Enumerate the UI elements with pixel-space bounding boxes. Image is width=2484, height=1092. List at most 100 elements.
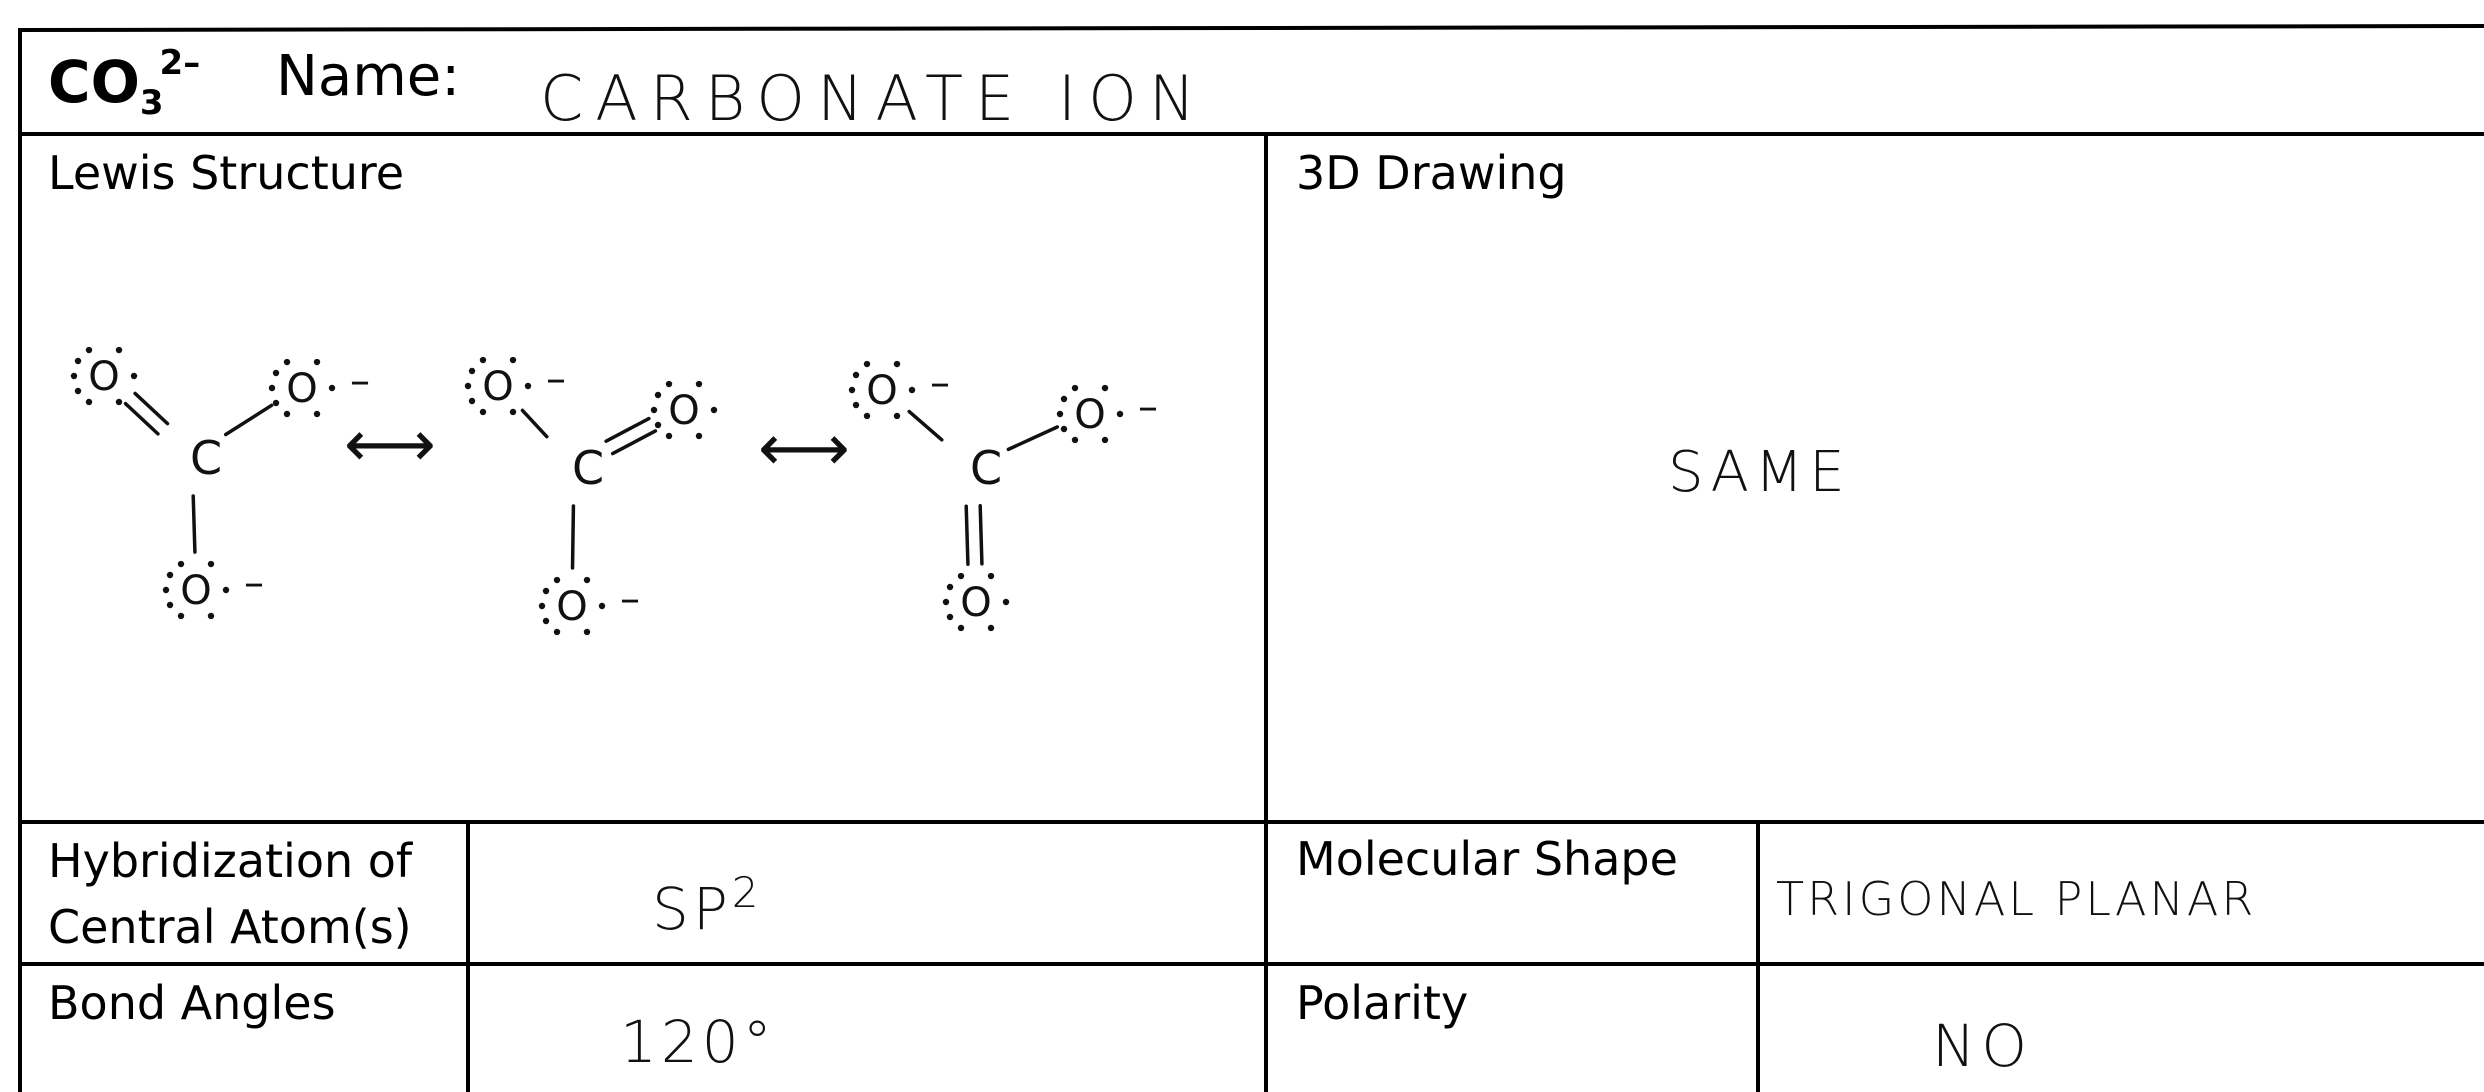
lewis-lone-pairs-3-3-dot [957, 624, 965, 632]
lewis-lone-pairs-3-2-dot [1060, 395, 1068, 403]
hybridization-label-line2: Central Atom(s) [48, 900, 412, 954]
lewis-lone-pairs-3-1-dot [893, 412, 901, 420]
lewis-lone-pairs-2-3-dot [553, 576, 561, 584]
lewis-lone-pairs-2-3-dot [583, 628, 591, 636]
lewis-lone-pairs-1-2-dot [313, 410, 321, 418]
lewis-oxygen-2-2: O [668, 388, 699, 434]
hybridization-value: SP2 [652, 868, 763, 943]
formula: CO32– [48, 46, 200, 120]
grid-top-border [19, 24, 2484, 32]
lewis-bond-1-1 [133, 391, 170, 426]
lewis-carbon-2: C [572, 441, 604, 495]
polarity-label: Polarity [1296, 976, 1469, 1030]
lewis-lone-pairs-2-2-dot [654, 421, 662, 429]
lewis-lone-pairs-2-2-dot [650, 406, 658, 414]
lewis-lone-pairs-1-2-dot [272, 399, 280, 407]
lewis-carbon-3: C [970, 441, 1002, 495]
lewis-lone-pairs-2-1-dot [524, 382, 532, 390]
lewis-lone-pairs-2-3-dot [553, 628, 561, 636]
lewis-lone-pairs-2-1-dot [509, 356, 517, 364]
lewis-lone-pairs-2-1-dot [479, 356, 487, 364]
lewis-carbon-1: C [190, 431, 222, 485]
lewis-lone-pairs-1-3-dot [166, 571, 174, 579]
lewis-bond-2-1 [520, 408, 549, 439]
lewis-lone-pairs-2-2-dot [665, 432, 673, 440]
lewis-lone-pairs-2-3-dot [542, 617, 550, 625]
lewis-lone-pairs-2-1-dot [479, 408, 487, 416]
lewis-oxygen-1-1: O [88, 354, 119, 400]
lewis-lone-pairs-2-3-dot [598, 602, 606, 610]
lewis-lone-pairs-3-2-dot [1116, 410, 1124, 418]
lewis-charge-3-1: – [930, 360, 950, 406]
lewis-oxygen-2-1: O [482, 364, 513, 410]
lewis-lone-pairs-1-2-dot [268, 384, 276, 392]
formula-base: CO [48, 48, 140, 116]
lewis-lone-pairs-1-1-dot [85, 346, 93, 354]
name-label: Name: [276, 44, 461, 109]
lewis-lone-pairs-3-3-dot [957, 572, 965, 580]
lewis-lone-pairs-2-2-dot [665, 380, 673, 388]
lewis-lone-pairs-3-3-dot [1002, 598, 1010, 606]
lewis-lone-pairs-2-2-dot [695, 380, 703, 388]
lewis-lone-pairs-3-3-dot [942, 598, 950, 606]
lewis-oxygen-2-3: O [556, 584, 587, 630]
lewis-lone-pairs-1-1-dot [115, 346, 123, 354]
lewis-bond-3-2 [1006, 425, 1060, 452]
bond-angles-label: Bond Angles [48, 976, 336, 1030]
drawing-3d-value: SAME [1668, 440, 1851, 505]
lewis-bond-2-3 [570, 504, 576, 570]
drawing-3d-label: 3D Drawing [1296, 146, 1567, 200]
lewis-lone-pairs-2-1-dot [468, 397, 476, 405]
lewis-lone-pairs-3-1-dot [848, 386, 856, 394]
lewis-lone-pairs-2-3-dot [583, 576, 591, 584]
lewis-oxygen-3-2: O [1074, 392, 1105, 438]
lewis-lone-pairs-2-3-dot [538, 602, 546, 610]
lewis-lone-pairs-3-1-dot [893, 360, 901, 368]
lewis-lone-pairs-3-2-dot [1056, 410, 1064, 418]
hybridization-value-superscript: 2 [731, 868, 763, 917]
lewis-lone-pairs-1-3-dot [207, 612, 215, 620]
lewis-lone-pairs-3-3-dot [946, 583, 954, 591]
lewis-oxygen-3-3: O [960, 580, 991, 626]
formula-subscript: 3 [139, 83, 164, 123]
lewis-lone-pairs-2-2-dot [695, 432, 703, 440]
lewis-lone-pairs-1-2-dot [283, 410, 291, 418]
lewis-lone-pairs-2-3-dot [542, 587, 550, 595]
lewis-lone-pairs-3-1-dot [863, 412, 871, 420]
lewis-lone-pairs-1-1-dot [74, 387, 82, 395]
lewis-bond-1-1 [123, 401, 160, 436]
lewis-bond-3-3 [978, 504, 984, 566]
molecular-shape-label: Molecular Shape [1296, 832, 1678, 886]
molecular-shape-value: TRIGONAL PLANAR [1776, 872, 2257, 926]
lewis-lone-pairs-1-1-dot [70, 372, 78, 380]
lewis-charge-1-3: – [244, 560, 264, 606]
lewis-lone-pairs-1-3-dot [166, 601, 174, 609]
lewis-lone-pairs-1-1-dot [74, 357, 82, 365]
lewis-lone-pairs-3-3-dot [946, 613, 954, 621]
lewis-lone-pairs-2-1-dot [509, 408, 517, 416]
lewis-lone-pairs-3-3-dot [987, 624, 995, 632]
lewis-lone-pairs-2-1-dot [464, 382, 472, 390]
lewis-lone-pairs-3-1-dot [852, 371, 860, 379]
lewis-structure-label: Lewis Structure [48, 146, 405, 200]
lewis-lone-pairs-1-3-dot [177, 560, 185, 568]
resonance-arrow-2: ⟷ [758, 412, 850, 486]
lewis-lone-pairs-3-2-dot [1101, 384, 1109, 392]
lewis-lone-pairs-3-2-dot [1101, 436, 1109, 444]
lewis-charge-2-3: – [620, 576, 640, 622]
formula-charge: 2– [159, 43, 201, 83]
lewis-lone-pairs-3-2-dot [1071, 384, 1079, 392]
resonance-arrow-1: ⟷ [344, 408, 436, 482]
lewis-lone-pairs-2-1-dot [468, 367, 476, 375]
name-value: CARBONATE ION [540, 62, 1208, 135]
lewis-lone-pairs-1-2-dot [313, 358, 321, 366]
lewis-charge-3-2: – [1138, 384, 1158, 430]
lewis-bond-1-3 [191, 494, 197, 554]
lewis-oxygen-1-2: O [286, 366, 317, 412]
lewis-charge-1-2: – [350, 358, 370, 404]
lewis-lone-pairs-2-2-dot [654, 391, 662, 399]
lewis-charge-2-1: – [546, 356, 566, 402]
